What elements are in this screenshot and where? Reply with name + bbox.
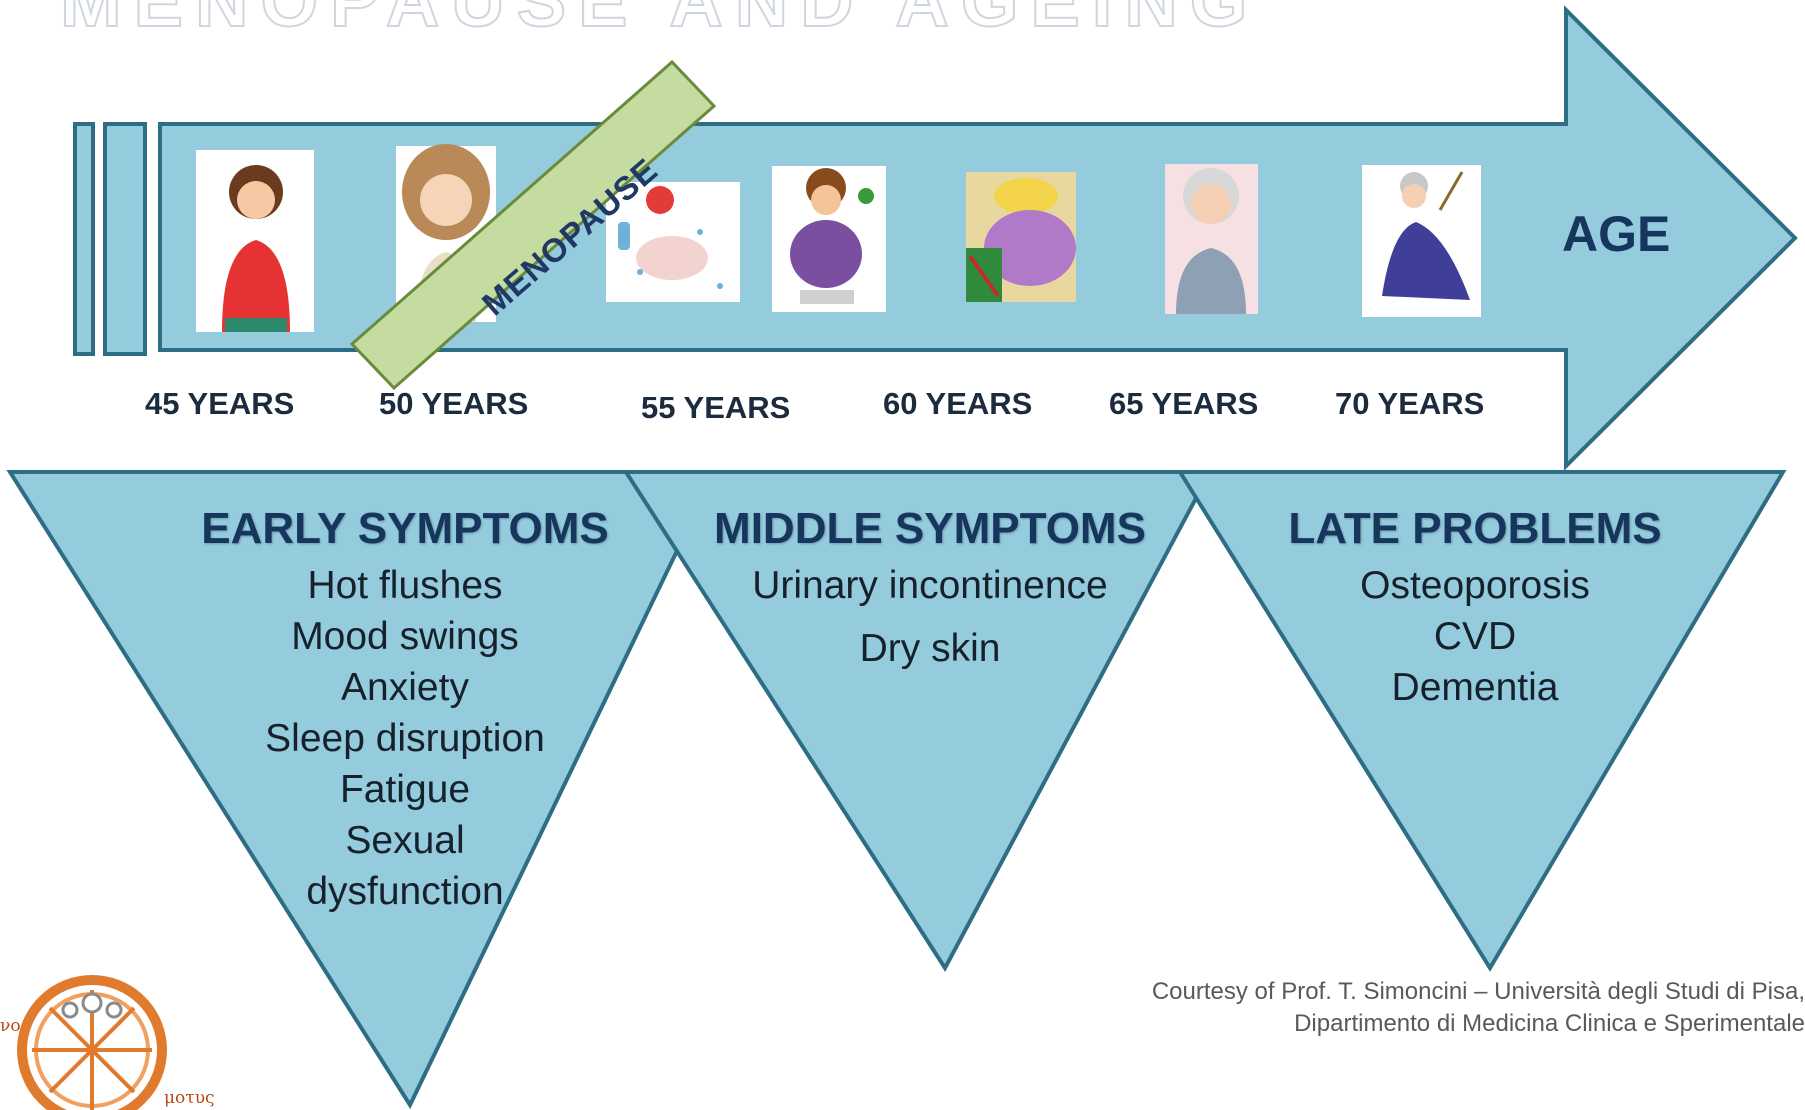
credit-note: Courtesy of Prof. T. Simoncini – Univers… — [1152, 976, 1805, 1040]
symptom-item: dysfunction — [170, 866, 640, 917]
weight-gain-woman-illustration — [772, 166, 886, 312]
symptom-item: Anxiety — [170, 662, 640, 713]
age-65-label: 65 YEARS — [1109, 386, 1258, 422]
age-45-label: 45 YEARS — [145, 386, 294, 422]
symptom-item: Sexual — [170, 815, 640, 866]
symptom-item: Dry skin — [680, 623, 1180, 674]
woman-45-illustration — [196, 150, 314, 332]
age-70-label: 70 YEARS — [1335, 386, 1484, 422]
problem-item: CVD — [1235, 611, 1715, 662]
problem-item: Dementia — [1235, 662, 1715, 713]
age-60-label: 60 YEARS — [883, 386, 1032, 422]
credit-line-2: Dipartimento di Medicina Clinica e Speri… — [1152, 1008, 1805, 1040]
wheel-logo-icon — [22, 980, 162, 1110]
late-problems-heading: LATE PROBLEMS — [1235, 504, 1715, 554]
arrow-tail-bar-2 — [105, 124, 145, 354]
symptom-item: Hot flushes — [170, 560, 640, 611]
symptom-item: Urinary incontinence — [680, 560, 1180, 611]
sleeping-woman-illustration — [966, 172, 1076, 302]
problem-item: Osteoporosis — [1235, 560, 1715, 611]
early-symptoms-heading: EARLY SYMPTOMS — [170, 504, 640, 554]
credit-line-1: Courtesy of Prof. T. Simoncini – Univers… — [1152, 976, 1805, 1008]
age-label: AGE — [1562, 205, 1670, 263]
symptom-item: Fatigue — [170, 764, 640, 815]
age-55-label: 55 YEARS — [641, 390, 790, 426]
late-problems-column: LATE PROBLEMS Osteoporosis CVD Dementia — [1235, 504, 1715, 713]
logo-text-left: νο — [0, 1016, 21, 1036]
symptom-item: Mood swings — [170, 611, 640, 662]
logo-text-right: μοτυς — [164, 1088, 215, 1108]
early-symptoms-column: EARLY SYMPTOMS Hot flushes Mood swings A… — [170, 504, 640, 917]
grey-haired-woman-illustration — [1165, 164, 1258, 314]
elderly-woman-illustration — [1362, 165, 1481, 317]
arrow-tail-bar-1 — [75, 124, 93, 354]
middle-symptoms-heading: MIDDLE SYMPTOMS — [680, 504, 1180, 554]
symptom-item: Sleep disruption — [170, 713, 640, 764]
age-50-label: 50 YEARS — [379, 386, 528, 422]
middle-symptoms-column: MIDDLE SYMPTOMS Urinary incontinence Dry… — [680, 504, 1180, 674]
